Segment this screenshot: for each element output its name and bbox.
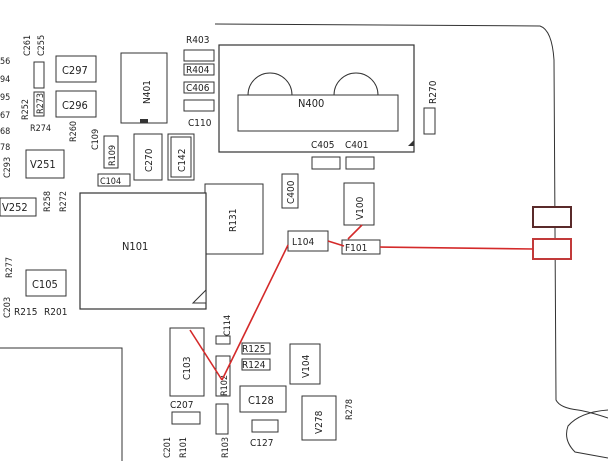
label-r109: R109	[108, 145, 118, 166]
connector-pad-lower[interactable]	[532, 238, 572, 260]
label-r252: R252	[21, 99, 31, 120]
label-c255: C255	[37, 35, 47, 56]
label-v104: V104	[301, 354, 312, 378]
highlight-trace	[189, 224, 534, 381]
component-c401[interactable]	[345, 156, 375, 170]
component-c103[interactable]	[169, 327, 205, 397]
component-r102[interactable]	[215, 355, 231, 397]
label-v100: V100	[355, 196, 366, 220]
component-c297[interactable]	[55, 55, 97, 83]
label-r278: R278	[345, 399, 355, 420]
component-c142[interactable]	[167, 133, 195, 181]
component-r131[interactable]	[204, 183, 264, 255]
component-v278[interactable]	[301, 395, 337, 441]
label-r131: R131	[228, 209, 239, 232]
label-l104: L104	[292, 237, 314, 248]
label-c270: C270	[144, 148, 155, 172]
label-f101: F101	[345, 243, 367, 254]
label-n400: N400	[298, 97, 324, 110]
label-c105: C105	[32, 278, 58, 291]
component-c296[interactable]	[55, 90, 97, 118]
label-v251: V251	[30, 158, 56, 171]
label-c142: C142	[177, 149, 188, 172]
component-c207[interactable]	[171, 411, 201, 425]
label-r124: R124	[242, 360, 266, 371]
label-c103: C103	[182, 357, 193, 380]
component-r124[interactable]	[241, 358, 271, 371]
component-r125[interactable]	[241, 342, 271, 355]
component-c406[interactable]	[183, 81, 215, 94]
label-r201: R201	[44, 307, 67, 318]
label-r101: R101	[179, 437, 189, 458]
component-r103[interactable]	[215, 403, 229, 435]
label-c401: C401	[345, 140, 368, 151]
label-c297: C297	[62, 64, 88, 77]
label-r272: R272	[59, 191, 69, 212]
label-edge-95: 95	[0, 93, 10, 103]
component-v251[interactable]	[25, 149, 65, 179]
component-n401[interactable]	[120, 52, 168, 124]
label-r102: R102	[220, 375, 230, 396]
component-c405[interactable]	[311, 156, 341, 170]
component-v104[interactable]	[289, 343, 321, 385]
label-r270: R270	[428, 80, 439, 104]
label-v252: V252	[2, 201, 28, 214]
label-r273: R273	[36, 93, 46, 114]
component-v100[interactable]	[343, 182, 375, 226]
component-c127[interactable]	[251, 419, 279, 433]
label-edge-94: 94	[0, 75, 10, 85]
label-r103: R103	[221, 437, 231, 458]
component-n101[interactable]: N101	[79, 192, 207, 310]
component-shield-lower[interactable]	[0, 347, 123, 461]
component-c128[interactable]	[239, 385, 287, 413]
label-c207: C207	[170, 400, 193, 411]
component-c110[interactable]	[183, 99, 215, 112]
component-c270[interactable]	[133, 133, 163, 181]
label-c114: C114	[223, 315, 233, 336]
component-r403[interactable]	[183, 49, 215, 62]
label-edge-78: 78	[0, 143, 10, 153]
label-edge-68: 68	[0, 127, 10, 137]
label-r274: R274	[30, 124, 51, 134]
label-c128: C128	[248, 394, 274, 407]
label-c110: C110	[188, 118, 212, 129]
label-c405: C405	[311, 140, 334, 151]
label-c104: C104	[100, 177, 121, 187]
label-c109: C109	[91, 129, 101, 150]
label-c261: C261	[23, 35, 33, 56]
label-c127: C127	[250, 438, 273, 449]
label-r404: R404	[186, 65, 210, 76]
label-c406: C406	[186, 83, 210, 94]
label-c201: C201	[163, 437, 173, 458]
component-r109[interactable]	[103, 135, 119, 169]
label-c296: C296	[62, 99, 88, 112]
component-r404[interactable]	[183, 63, 215, 76]
label-c400: C400	[286, 180, 297, 204]
label-edge-56: 56	[0, 57, 10, 67]
component-c105[interactable]	[25, 269, 67, 297]
board-notch	[566, 409, 608, 459]
component-r270[interactable]	[423, 107, 436, 135]
component-n400[interactable]: N400	[218, 44, 415, 153]
component-c104[interactable]	[97, 173, 131, 187]
label-r403: R403	[186, 35, 209, 46]
component-v252[interactable]	[0, 197, 37, 217]
label-r260: R260	[69, 121, 79, 142]
component-c400[interactable]	[281, 173, 299, 209]
label-c203: C203	[3, 297, 13, 318]
label-v278: V278	[314, 410, 325, 434]
label-r277: R277	[5, 257, 15, 278]
label-r215: R215	[14, 307, 37, 318]
label-r125: R125	[242, 344, 265, 355]
label-edge-67: 67	[0, 111, 10, 121]
label-n401: N401	[142, 80, 153, 104]
component-c114[interactable]	[215, 335, 231, 345]
label-c293: C293	[3, 157, 13, 178]
label-n101: N101	[122, 240, 148, 253]
connector-pad-upper[interactable]	[532, 206, 572, 228]
component-c255[interactable]	[33, 61, 45, 89]
label-r258: R258	[43, 191, 53, 212]
component-r273[interactable]	[33, 91, 45, 117]
